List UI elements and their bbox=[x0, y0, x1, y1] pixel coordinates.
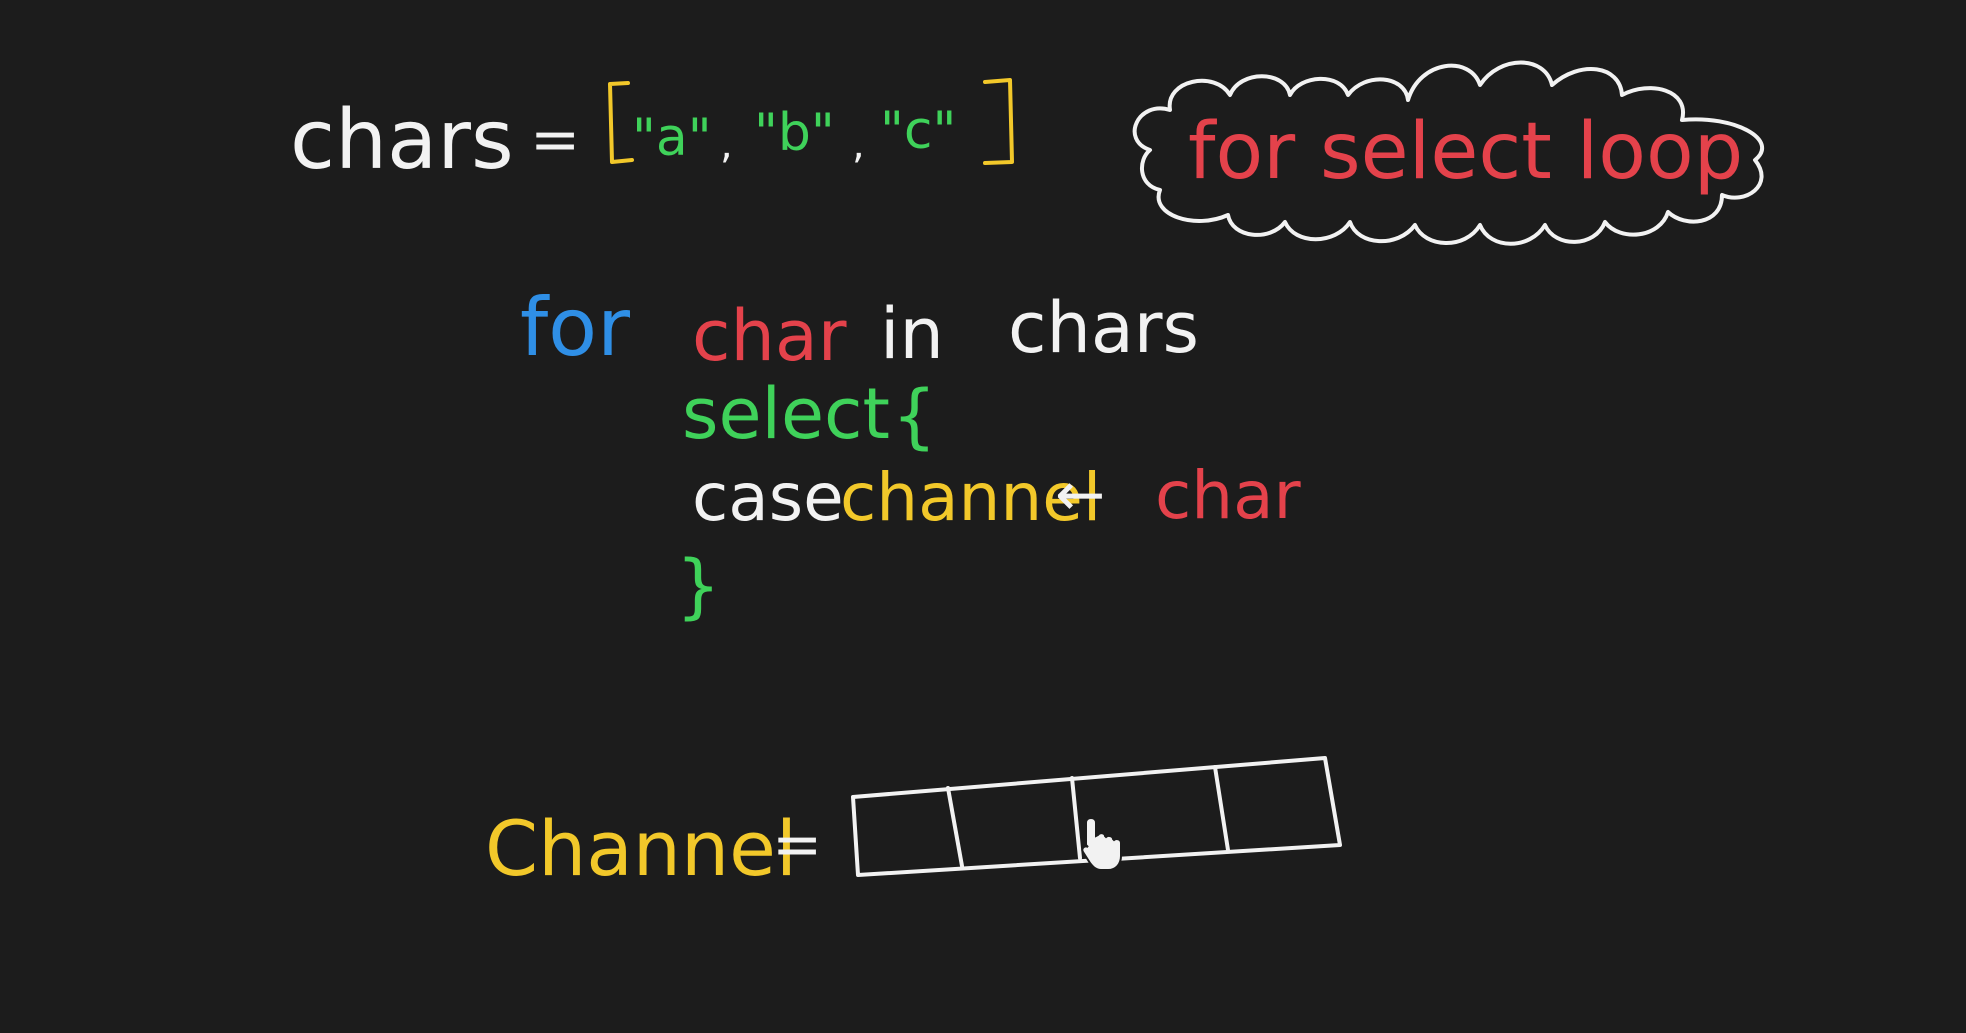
assign-operator: = bbox=[530, 105, 580, 175]
case-channel: channel bbox=[840, 459, 1101, 536]
channel-label: Channel bbox=[485, 804, 797, 893]
send-value-char: char bbox=[1155, 457, 1302, 534]
send-arrow: ← bbox=[1055, 460, 1105, 530]
buffer-slot-divider-3 bbox=[1213, 765, 1230, 852]
cloud-caption: for select loop bbox=[1188, 107, 1743, 197]
open-bracket bbox=[608, 81, 634, 164]
buffer-slot-divider-1 bbox=[946, 786, 964, 868]
loop-variable-char: char bbox=[692, 295, 847, 377]
select-close-brace: } bbox=[676, 545, 721, 627]
chars-variable: chars bbox=[290, 93, 514, 188]
array-item-b: "b" bbox=[754, 103, 835, 163]
buffer-slot-divider-2 bbox=[1070, 776, 1082, 860]
thought-cloud bbox=[1132, 60, 1764, 246]
close-bracket bbox=[983, 78, 1014, 165]
iterable-chars: chars bbox=[1008, 287, 1199, 369]
hand-pointer-icon bbox=[1081, 816, 1122, 871]
array-item-a: "a" bbox=[632, 108, 712, 168]
array-comma-1: , bbox=[720, 122, 733, 168]
keyword-in: in bbox=[880, 293, 944, 375]
select-open-brace: { bbox=[892, 375, 937, 457]
array-item-c: "c" bbox=[880, 101, 956, 161]
array-comma-2: , bbox=[852, 122, 865, 168]
buffer-outline bbox=[851, 756, 1342, 877]
keyword-for: for bbox=[520, 281, 630, 374]
keyword-select: select bbox=[682, 373, 890, 455]
keyword-case: case bbox=[692, 459, 844, 536]
channel-buffer bbox=[851, 756, 1342, 877]
channel-assign: = bbox=[772, 810, 822, 880]
